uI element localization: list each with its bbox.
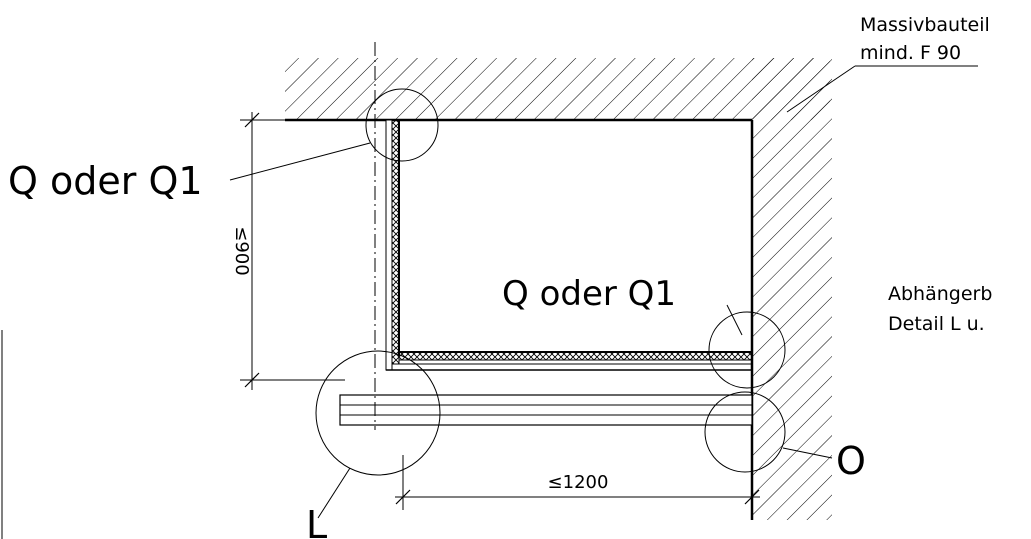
- detail-circle-O: [704, 391, 786, 473]
- leader-massiv: [786, 65, 856, 113]
- detail-circle-q-top: [365, 88, 439, 162]
- wall-hatch: [752, 58, 832, 520]
- dimension-horizontal: [395, 455, 760, 510]
- label-detail-L: L: [306, 503, 327, 539]
- dimension-horizontal-label: ≤1200: [548, 472, 609, 493]
- leader-q-right: [726, 304, 743, 336]
- label-q-oder-q1-left: Q oder Q1: [8, 159, 203, 203]
- label-mind-f90: mind. F 90: [860, 42, 961, 64]
- label-massivbauteil: Massivbauteil: [860, 14, 990, 36]
- leader-q-left: [229, 142, 371, 181]
- label-detail-O: O: [836, 439, 866, 483]
- detail-circle-L: [315, 350, 441, 476]
- dimension-vertical: [240, 112, 385, 390]
- label-q-oder-q1-right: Q oder Q1: [502, 274, 676, 314]
- label-abhaengerb: Abhängerb: [888, 283, 992, 305]
- leader-O: [782, 447, 833, 459]
- detail-circle-q-right: [708, 311, 786, 389]
- dimension-vertical-label: ≤900: [231, 226, 252, 275]
- horizontal-board: [386, 351, 753, 371]
- leader-L: [317, 467, 351, 519]
- label-detail-l: Detail L u.: [888, 313, 985, 335]
- vertical-board: [385, 119, 400, 371]
- bottom-profile: [339, 394, 753, 426]
- ceiling-hatch: [285, 58, 830, 120]
